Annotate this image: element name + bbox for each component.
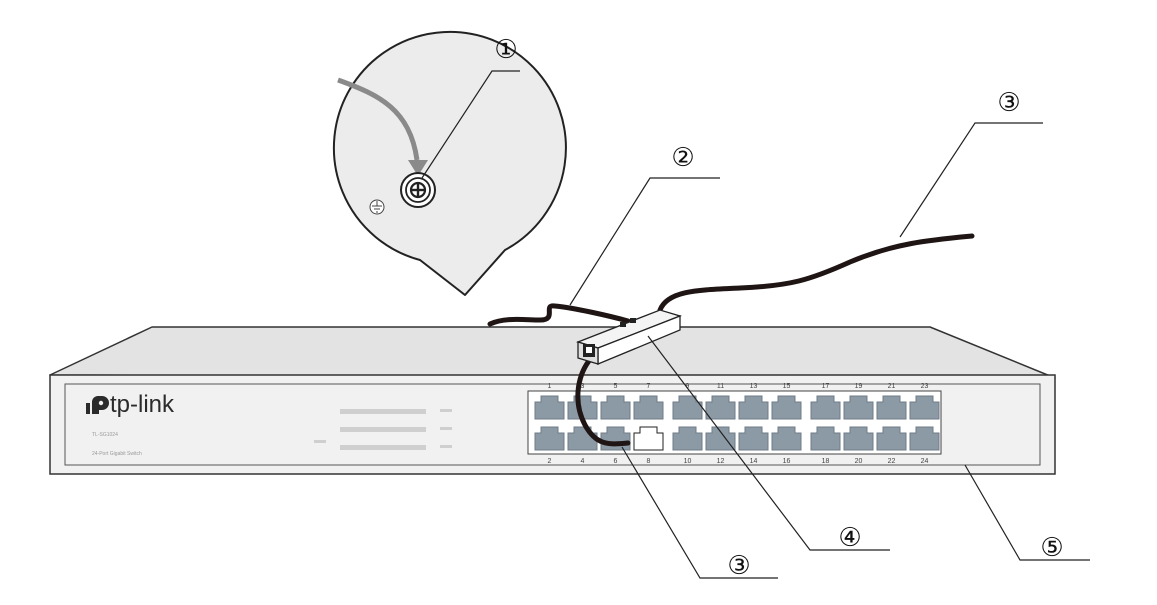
port-label-bottom: 24: [921, 458, 929, 465]
callout-4-label: ④: [838, 523, 861, 553]
ethernet-port-21: [876, 395, 907, 420]
ethernet-port-17: [810, 395, 841, 420]
port-label-top: 1: [548, 383, 552, 390]
port-label-top: 3: [581, 383, 585, 390]
ethernet-port-15: [771, 395, 802, 420]
led-indicator-panel: [314, 409, 452, 450]
ethernet-port-1: [534, 395, 565, 420]
ethernet-port-3: [567, 395, 598, 420]
callout-5-label: ⑤: [1040, 533, 1063, 563]
ground-wire: [337, 77, 420, 161]
port-label-bottom: 16: [783, 458, 791, 465]
ethernet-port-12: [705, 426, 736, 451]
ethernet-port-24: [909, 426, 940, 451]
ethernet-port-2: [534, 426, 565, 451]
sfp-transceiver: [576, 309, 682, 365]
switch-top-panel: [49, 326, 1056, 379]
leader-lines: [421, 70, 1090, 579]
ethernet-port-13: [738, 395, 769, 420]
tp-link-logo-icon: [86, 396, 109, 414]
port-label-bottom: 12: [717, 458, 725, 465]
ethernet-port-23: [909, 395, 940, 420]
port-label-top: 19: [855, 383, 863, 390]
port-label-top: 11: [717, 383, 724, 390]
ethernet-port-20: [843, 426, 874, 451]
port-label-top: 13: [750, 383, 758, 390]
ethernet-port-5: [600, 395, 631, 420]
ground-symbol-icon: [369, 199, 385, 215]
port-label-top: 21: [888, 383, 896, 390]
brand-logo-text: tp-link: [110, 391, 175, 418]
fiber-cable-right: [657, 233, 975, 313]
port-label-bottom: 2: [548, 458, 552, 465]
callout-3-top-label: ③: [997, 88, 1020, 118]
port-label-bottom: 18: [822, 458, 830, 465]
callout-3-bottom-label: ③: [727, 551, 750, 581]
ethernet-port-9: [672, 395, 703, 420]
ethernet-port-16: [771, 426, 802, 451]
ethernet-port-22: [876, 426, 907, 451]
ethernet-port-11: [705, 395, 736, 420]
fiber-cable-left: [487, 303, 631, 327]
port-label-bottom: 20: [855, 458, 863, 465]
callout-1-label: ①: [494, 35, 517, 65]
ethernet-port-14: [738, 426, 769, 451]
ethernet-port-7: [633, 395, 664, 420]
model-name: TL-SG1024: [92, 432, 118, 438]
arrow-head-icon: [408, 160, 428, 176]
port-label-top: 7: [647, 383, 651, 390]
network-switch: tp-link TL-SG1024 24-Port Gigabit Switch…: [49, 326, 1056, 475]
cables: [487, 233, 975, 447]
fiber-cable-to-port: [575, 353, 631, 447]
ethernet-port-10: [672, 426, 703, 451]
port-label-top: 17: [822, 383, 830, 390]
port-label-top: 15: [783, 383, 791, 390]
port-label-top: 9: [686, 383, 690, 390]
port-label-bottom: 8: [647, 458, 651, 465]
ethernet-port-8: [633, 426, 664, 451]
port-label-bottom: 4: [581, 458, 585, 465]
port-label-top: 5: [614, 383, 618, 390]
ethernet-port-18: [810, 426, 841, 451]
port-label-bottom: 10: [684, 458, 692, 465]
port-label-bottom: 14: [750, 458, 758, 465]
model-description: 24-Port Gigabit Switch: [92, 451, 142, 457]
grounding-screw-icon: [400, 172, 436, 208]
port-label-bottom: 6: [614, 458, 618, 465]
ethernet-port-19: [843, 395, 874, 420]
grounding-detail-bubble: [332, 30, 567, 296]
port-label-bottom: 22: [888, 458, 896, 465]
port-label-top: 23: [921, 383, 929, 390]
callout-2-label: ②: [671, 143, 694, 173]
